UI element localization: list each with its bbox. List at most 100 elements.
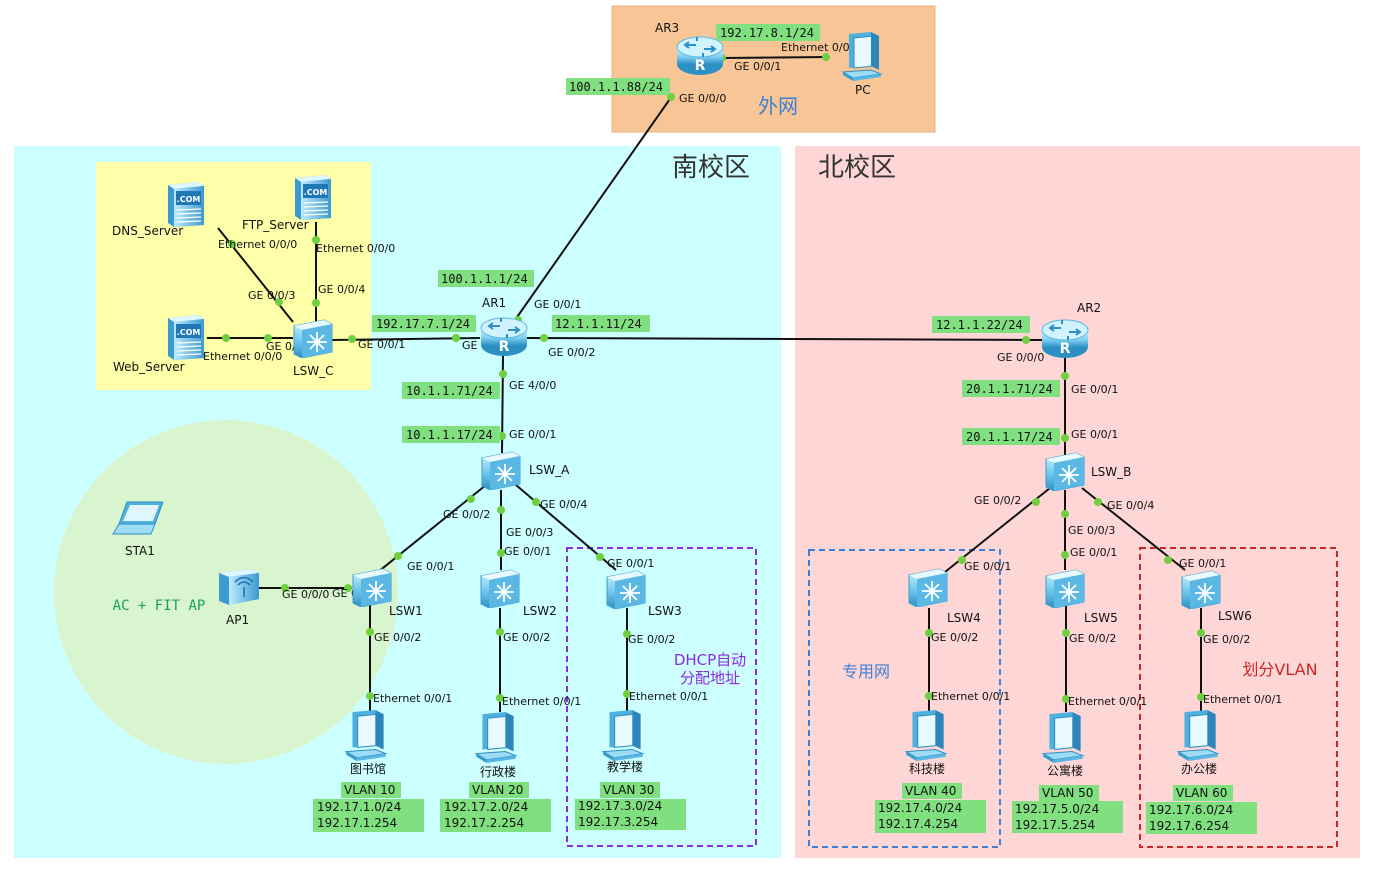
device-label-lsw-a: LSW_A — [529, 463, 570, 477]
port-label: GE 0/0/1 — [734, 60, 781, 73]
port-label: GE 0/0/3 — [506, 526, 553, 539]
router-icon[interactable] — [480, 317, 528, 357]
port-label: GE 0/0/2 — [374, 631, 421, 644]
link-ar3-pc — [722, 56, 829, 59]
vlan-subnet: 192.17.5.0/24 — [1015, 802, 1099, 816]
vlan-ip-box — [313, 799, 424, 832]
ip-box — [552, 315, 650, 332]
port-dot — [1061, 434, 1069, 442]
port-label: GE 0/0/1 — [358, 338, 405, 351]
server-icon[interactable] — [167, 181, 205, 227]
private-net-title: 专用网 — [842, 662, 890, 681]
ip-box — [962, 428, 1060, 445]
device-label-ar2: AR2 — [1077, 301, 1101, 315]
port-label: GE 0/0/0 — [282, 588, 329, 601]
port-dot — [496, 694, 504, 702]
port-label: GE 4/0/0 — [509, 379, 556, 392]
port-dot — [1061, 510, 1069, 518]
port-label: Ethernet 0/0/0 — [218, 238, 297, 251]
link-ar3-ar1 — [514, 95, 673, 321]
vlan-id: VLAN 30 — [603, 783, 654, 797]
switch-icon[interactable] — [1181, 570, 1221, 609]
vlan-subnet: 192.17.4.0/24 — [878, 801, 962, 815]
port-label: GE 0/0/1 — [534, 298, 581, 311]
port-dot — [958, 556, 966, 564]
vlan-id-box — [1039, 785, 1099, 801]
vlan-gateway: 192.17.6.254 — [1149, 819, 1229, 833]
vlan-id-box — [469, 782, 529, 798]
vlan-subnet: 192.17.6.0/24 — [1149, 803, 1233, 817]
port-label: GE 0/0/1 — [607, 557, 654, 570]
device-label-lsw-b: LSW_B — [1091, 465, 1131, 479]
router-icon[interactable] — [676, 36, 724, 76]
server-icon[interactable] — [167, 314, 205, 360]
port-label: GE 0/0/4 — [1107, 499, 1154, 512]
device-labels: AR3 PC AR1 AR2 LSW_C LSW_A LSW_B LSW1 LS… — [112, 21, 1252, 779]
switch-icon[interactable] — [293, 319, 333, 358]
port-label: GE 0/0/1 — [964, 560, 1011, 573]
vlan-id: VLAN 20 — [472, 783, 523, 797]
port-dot — [1197, 629, 1205, 637]
vlan-zone-border — [1139, 547, 1338, 848]
switch-icon[interactable] — [1045, 452, 1085, 491]
port-label: GE 0/0/1 — [1071, 383, 1118, 396]
port-dot — [394, 552, 402, 560]
port-label: Ethernet 0/0/1 — [931, 690, 1010, 703]
port-dot — [596, 553, 604, 561]
device-label-pc: PC — [855, 83, 871, 97]
host-label-dorm: 公寓楼 — [1047, 763, 1083, 778]
port-dot — [348, 335, 356, 343]
port-dot — [264, 334, 272, 342]
device-label-dns: DNS_Server — [112, 224, 183, 238]
host-label-teaching: 教学楼 — [607, 759, 643, 774]
access-point-icon[interactable] — [218, 568, 260, 606]
port-dot — [1164, 556, 1172, 564]
switch-icon[interactable] — [908, 568, 948, 607]
dhcp-zone-title-line2: 分配地址 — [680, 669, 740, 687]
switch-icon[interactable] — [1045, 569, 1085, 608]
port-label: Ethernet 0/0/1 — [1068, 695, 1147, 708]
vlan-gateway: 192.17.1.254 — [317, 816, 397, 830]
server-icon[interactable] — [294, 174, 332, 220]
port-label: GE 0/0/1 — [407, 560, 454, 573]
ip-box — [716, 24, 820, 41]
host-label-admin: 行政楼 — [480, 764, 516, 779]
ip-ar1-ar2: 12.1.1.11/24 — [555, 317, 642, 331]
external-zone-title: 外网 — [758, 94, 798, 118]
port-dot — [228, 240, 236, 248]
port-labels: GE 0/0/1 Ethernet 0/0/1 GE 0/0/0 GE 0/0/… — [203, 41, 1282, 708]
vlan-id-box — [902, 783, 962, 799]
vlan-blocks: VLAN 10 192.17.1.0/24 192.17.1.254 VLAN … — [313, 782, 1257, 834]
switch-icon[interactable] — [352, 568, 392, 607]
device-label-lsw2: LSW2 — [523, 604, 557, 618]
port-dot — [623, 630, 631, 638]
vlan-zone-title: 划分VLAN — [1242, 660, 1317, 679]
port-dot — [1022, 336, 1030, 344]
vlan-ip-box — [575, 799, 686, 830]
port-label: Ethernet 0/0/0 — [203, 350, 282, 363]
switch-icon[interactable] — [480, 569, 520, 608]
port-dot — [497, 506, 505, 514]
switch-icon[interactable] — [606, 570, 646, 609]
port-label: GE 0/0/1 — [509, 428, 556, 441]
dhcp-zone-border — [566, 547, 757, 847]
vlan-ip-box — [1012, 801, 1123, 833]
north-campus-zone — [795, 146, 1360, 858]
port-label: GE 0/0/1 — [1071, 428, 1118, 441]
device-label-web: Web_Server — [113, 360, 185, 374]
ip-box — [438, 270, 534, 287]
vlan-subnet: 192.17.2.0/24 — [444, 800, 528, 814]
switch-icon[interactable] — [481, 451, 521, 490]
router-icon[interactable] — [1041, 319, 1089, 359]
dhcp-zone-title-line1: DHCP自动 — [674, 651, 746, 669]
port-dot — [925, 629, 933, 637]
ip-ar1-core: 10.1.1.71/24 — [406, 384, 493, 398]
port-label: GE 0/0/2 — [503, 631, 550, 644]
port-dot — [366, 628, 374, 636]
ip-ar1-lan: 192.17.7.1/24 — [376, 317, 470, 331]
device-label-ftp: FTP_Server — [242, 218, 309, 232]
vlan-ip-box — [1146, 802, 1257, 834]
ip-ar1-wan: 100.1.1.1/24 — [441, 272, 528, 286]
